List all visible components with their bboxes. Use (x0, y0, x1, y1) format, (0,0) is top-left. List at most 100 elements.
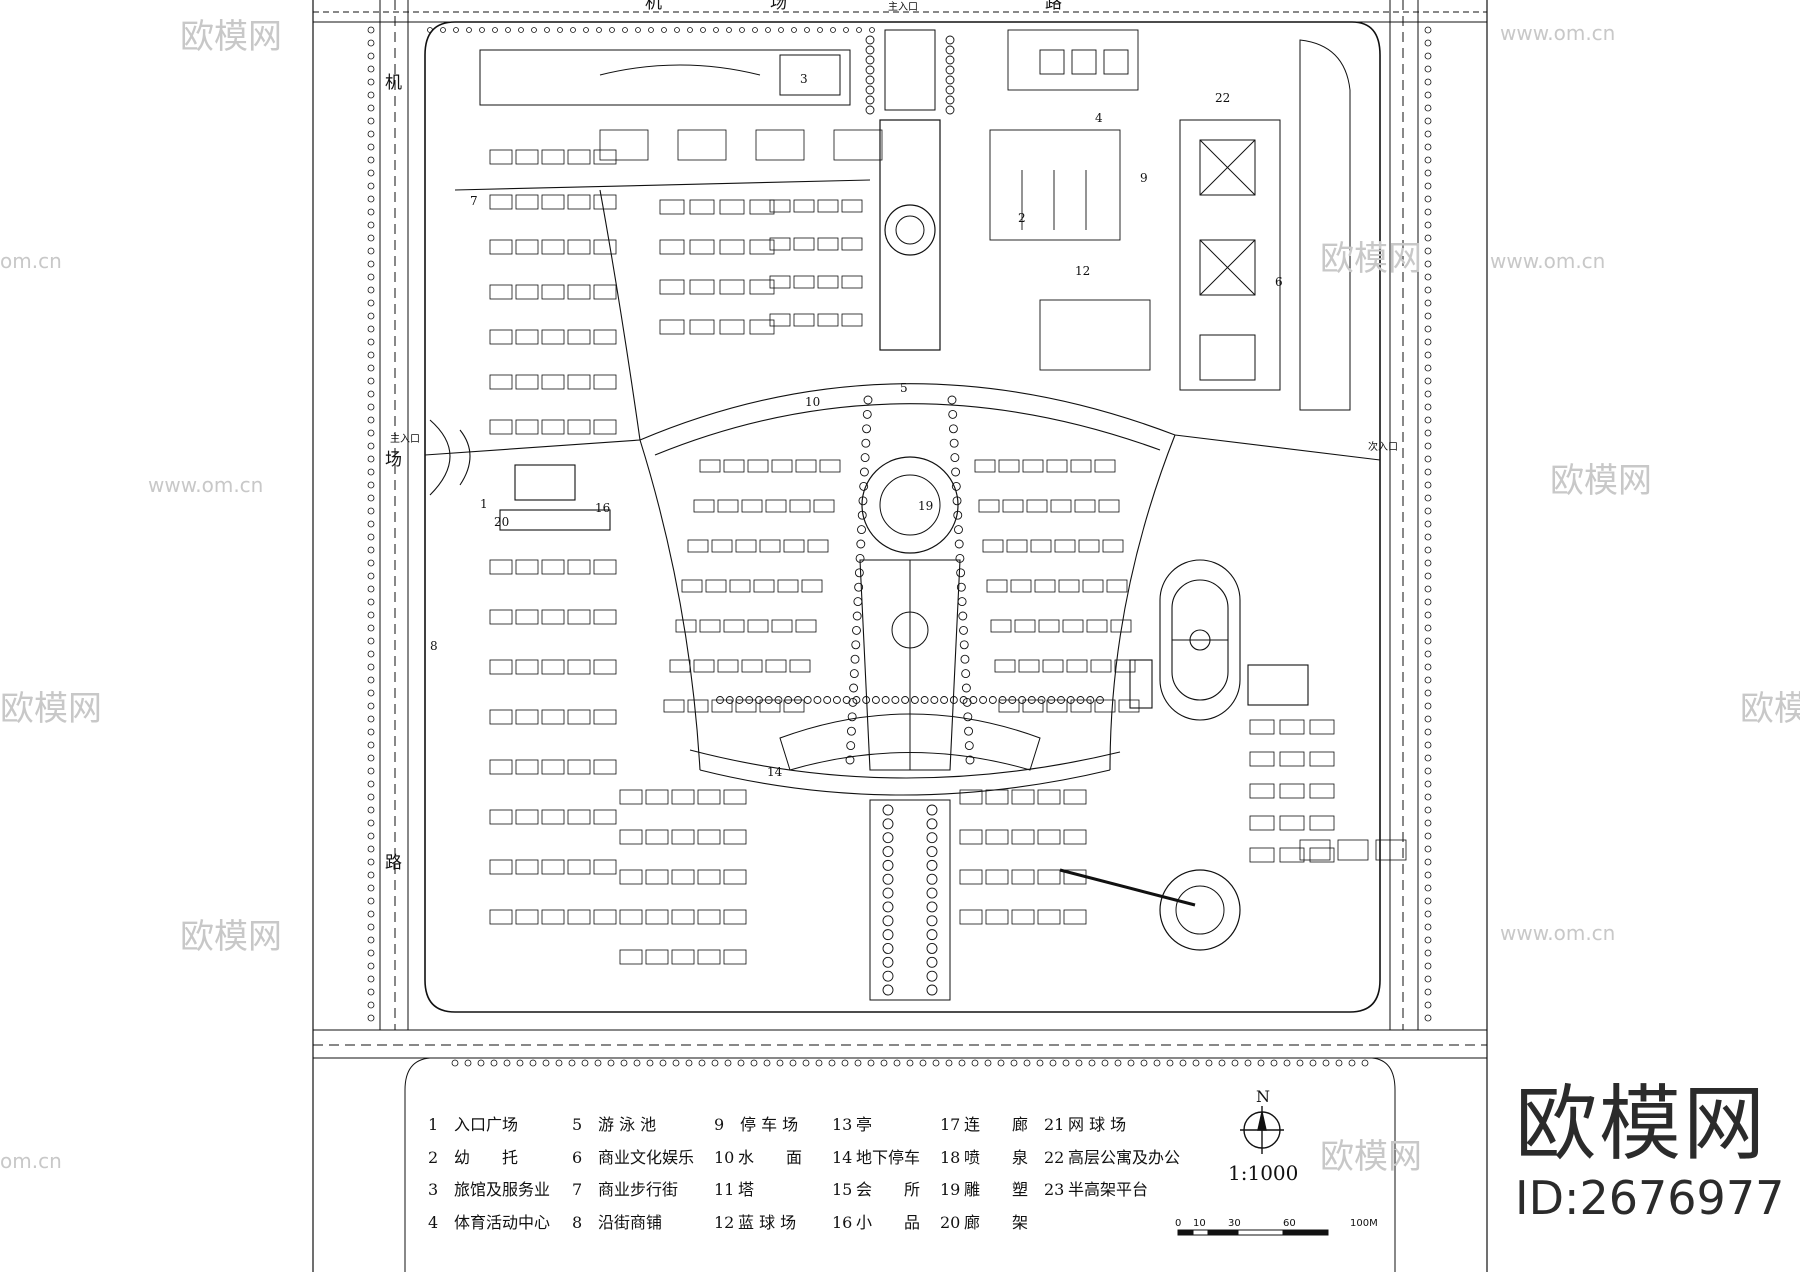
site-boundary (424, 21, 1381, 1013)
legend-label: 体育活动中心 (454, 1213, 550, 1232)
legend-label: 高层公寓及办公 (1068, 1148, 1180, 1167)
legend-label: 游 泳 池 (598, 1115, 656, 1134)
svg-text:欧模网: 欧模网 (1740, 689, 1800, 729)
svg-text:1: 1 (480, 497, 488, 511)
legend-label: 廊 架 (964, 1213, 1028, 1232)
legend-label: 幼 托 (454, 1148, 518, 1167)
svg-text:欧模网: 欧模网 (0, 689, 102, 729)
residential-blocks (489, 129, 1407, 965)
svg-text:5: 5 (900, 381, 908, 395)
se-plaza (1059, 868, 1241, 951)
legend-number: 18 (940, 1148, 960, 1167)
svg-text:场: 场 (770, 0, 787, 13)
svg-text:6: 6 (1275, 275, 1283, 289)
svg-text:0: 0 (1175, 1218, 1181, 1229)
svg-text:欧模网: 欧模网 (1320, 239, 1422, 279)
legend-number: 10 (714, 1148, 734, 1167)
legend-number: 13 (832, 1115, 852, 1134)
legend-number: 16 (832, 1213, 852, 1232)
legend-label: 塔 (738, 1180, 754, 1199)
scale-label: 1:1000 (1228, 1161, 1298, 1185)
svg-text:om.cn: om.cn (0, 1149, 62, 1173)
legend-label: 商业步行街 (598, 1180, 678, 1199)
legend-number: 7 (572, 1180, 582, 1199)
legend-label: 会 所 (856, 1180, 920, 1199)
perimeter-trees (367, 26, 1432, 1067)
legend-label: 亭 (856, 1115, 872, 1134)
svg-text:主入口: 主入口 (888, 1, 918, 13)
legend-label: 喷 泉 (964, 1148, 1028, 1167)
central-axis (779, 29, 1041, 1001)
svg-text:3: 3 (800, 72, 808, 86)
asset-id: ID:2676977 (1515, 1171, 1785, 1225)
svg-text:欧模网: 欧模网 (1550, 461, 1652, 501)
scale-bar-ticks: 0 10 30 60 100M (1175, 1218, 1378, 1229)
entrance-labels: 主入口 主入口 次入口 (390, 1, 1398, 453)
svg-text:7: 7 (470, 194, 478, 208)
legend-number: 5 (572, 1115, 582, 1134)
svg-text:2: 2 (1018, 211, 1026, 225)
svg-text:路: 路 (1045, 0, 1062, 13)
legend-number: 22 (1044, 1148, 1064, 1167)
svg-text:16: 16 (595, 501, 610, 515)
zone-numbers: 1 2 3 4 5 6 7 8 9 10 12 14 16 19 20 22 (430, 72, 1283, 779)
north-arrow-label: N (1256, 1087, 1270, 1106)
north-arrow (1240, 1106, 1284, 1154)
legend-label: 蓝 球 场 (738, 1213, 796, 1232)
west-plaza (429, 419, 611, 531)
svg-text:9: 9 (1140, 171, 1148, 185)
brand-name: 欧模网 (1515, 1077, 1768, 1172)
svg-text:主入口: 主入口 (390, 433, 420, 445)
svg-text:场: 场 (385, 450, 402, 470)
svg-text:22: 22 (1215, 91, 1230, 105)
legend-number: 12 (714, 1213, 734, 1232)
legend-number: 2 (428, 1148, 438, 1167)
legend-number: 4 (428, 1213, 438, 1232)
svg-text:20: 20 (494, 515, 509, 529)
svg-text:次入口: 次入口 (1368, 440, 1398, 453)
svg-text:机: 机 (645, 0, 662, 13)
legend-number: 9 (714, 1115, 724, 1134)
legend-number: 23 (1044, 1180, 1064, 1199)
scale-bar (1177, 1229, 1329, 1236)
legend-number: 21 (1044, 1115, 1064, 1134)
brand-block: 欧模网 ID:2676977 (1515, 1080, 1785, 1226)
legend-label: 旅馆及服务业 (454, 1180, 550, 1199)
legend-label: 连 廊 (964, 1115, 1028, 1134)
svg-text:欧模网: 欧模网 (1320, 1137, 1422, 1177)
legend-number: 11 (714, 1180, 734, 1199)
legend-label: 水 面 (738, 1148, 802, 1167)
svg-text:10: 10 (805, 395, 820, 409)
svg-text:www.om.cn: www.om.cn (1490, 249, 1605, 273)
road-labels: 机 场 路 机 场 路 (385, 0, 1062, 873)
svg-text:机: 机 (385, 73, 402, 93)
svg-text:www.om.cn: www.om.cn (1500, 921, 1615, 945)
legend-number: 8 (572, 1213, 582, 1232)
roads (313, 0, 1487, 1272)
legend-label: 停 车 场 (740, 1115, 798, 1134)
legend-number: 14 (832, 1148, 852, 1167)
svg-text:欧模网: 欧模网 (180, 917, 282, 957)
svg-text:8: 8 (430, 639, 438, 653)
legend-number: 1 (428, 1115, 438, 1134)
legend-label: 网 球 场 (1068, 1115, 1126, 1134)
legend-number: 19 (940, 1180, 960, 1199)
svg-text:www.om.cn: www.om.cn (148, 473, 263, 497)
legend-number: 15 (832, 1180, 852, 1199)
sports-track (1129, 559, 1309, 721)
svg-text:100M: 100M (1350, 1218, 1378, 1229)
legend-label: 半高架平台 (1068, 1180, 1148, 1199)
legend-number: 20 (940, 1213, 960, 1232)
legend-number: 17 (940, 1115, 960, 1134)
legend-number: 3 (428, 1180, 438, 1199)
svg-text:4: 4 (1095, 111, 1103, 125)
legend-number: 6 (572, 1148, 582, 1167)
tower-complex (1179, 39, 1351, 411)
legend-label: 小 品 (856, 1213, 920, 1232)
svg-text:12: 12 (1075, 264, 1090, 278)
svg-text:19: 19 (918, 499, 933, 513)
svg-text:14: 14 (767, 765, 783, 779)
svg-text:om.cn: om.cn (0, 249, 62, 273)
